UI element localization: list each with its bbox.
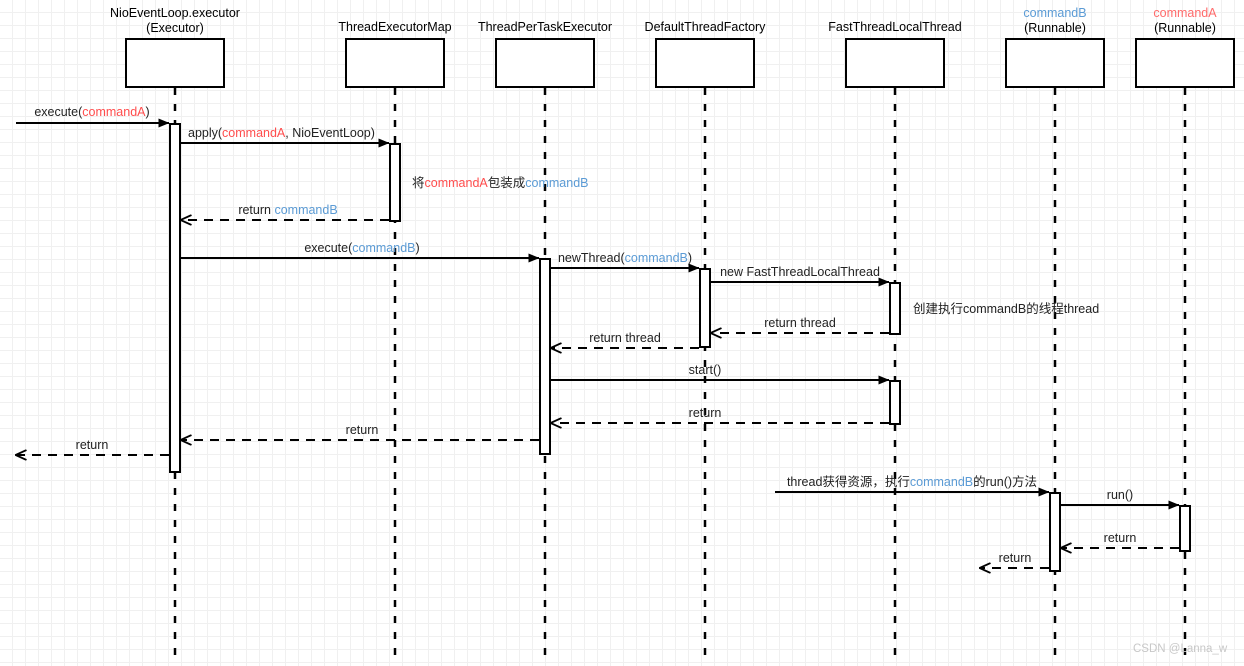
activation-bar-executor[interactable] <box>169 123 181 473</box>
label-token: , NioEventLoop) <box>285 126 375 140</box>
activation-bar-ftlt[interactable] <box>889 282 901 335</box>
label-token: run() <box>1106 488 1134 502</box>
activation-bar-commandB[interactable] <box>1049 492 1061 572</box>
participant-stereotype: (Runnable) <box>1154 20 1216 35</box>
message-label-m15: return <box>1104 531 1137 545</box>
participant-box-commandB[interactable] <box>1005 38 1105 88</box>
lifeline-dashes <box>173 88 1187 660</box>
label-token: commandB <box>525 176 589 190</box>
label-token: return <box>1103 531 1137 545</box>
message-label-m14: run() <box>1107 488 1133 502</box>
label-token: commandB <box>909 475 974 489</box>
label-token: ) <box>415 241 420 255</box>
label-token: start() <box>688 363 722 377</box>
watermark: CSDN @Lanna_w <box>1133 643 1228 655</box>
message-label-m3: return commandB <box>238 203 337 217</box>
label-token: ) <box>145 105 150 119</box>
message-label-m2: apply(commandA, NioEventLoop) <box>188 126 375 140</box>
participant-stereotype: (Executor) <box>146 20 204 35</box>
label-token: 将 <box>412 176 425 190</box>
message-label-m8: return thread <box>589 331 661 345</box>
activation-bar-commandA[interactable] <box>1179 505 1191 552</box>
label-token: commandB <box>352 241 416 255</box>
message-label-m11: return <box>346 423 379 437</box>
participant-title-commandA: commandA(Runnable) <box>1055 6 1244 35</box>
label-token: execute( <box>304 241 353 255</box>
participant-name: ThreadPerTaskExecutor <box>477 20 613 34</box>
activation-bar-ftlt[interactable] <box>889 380 901 425</box>
message-label-m12: return <box>76 438 109 452</box>
participant-box-dtf[interactable] <box>655 38 755 88</box>
label-token: commandA <box>222 126 286 140</box>
participant-title-executor: NioEventLoop.executor(Executor) <box>45 6 305 35</box>
label-token: ) <box>687 251 693 265</box>
note-n2: 创建执行commandB的线程thread <box>913 302 1099 316</box>
participant-name: FastThreadLocalThread <box>828 20 962 34</box>
label-token: return <box>688 406 722 420</box>
participant-title-tpte: ThreadPerTaskExecutor <box>415 20 675 35</box>
message-arrows <box>16 118 1180 568</box>
participant-title-ftlt: FastThreadLocalThread <box>765 20 1025 35</box>
participant-box-executor[interactable] <box>125 38 225 88</box>
label-token: apply( <box>188 126 223 140</box>
message-label-m9: start() <box>689 363 722 377</box>
participant-name: NioEventLoop.executor <box>110 6 240 20</box>
label-token: 创建执行commandB的线程thread <box>913 302 1100 316</box>
message-label-m10: return <box>689 406 722 420</box>
note-n1: 将commandA包装成commandB <box>412 176 589 190</box>
label-token: return <box>238 203 275 217</box>
participant-title-dtf: DefaultThreadFactory <box>575 20 835 35</box>
label-token: newThread( <box>557 251 625 265</box>
label-token: 包装成 <box>487 176 526 190</box>
participant-box-tpte[interactable] <box>495 38 595 88</box>
participant-box-ftlt[interactable] <box>845 38 945 88</box>
message-label-m7: return thread <box>764 316 836 330</box>
participant-name: commandA <box>1153 6 1217 20</box>
message-label-m1: execute(commandA) <box>34 105 149 119</box>
participant-box-temap[interactable] <box>345 38 445 88</box>
label-token: execute( <box>34 105 83 119</box>
activation-bar-dtf[interactable] <box>699 268 711 348</box>
activation-bar-temap[interactable] <box>389 143 401 222</box>
label-token: return <box>998 551 1032 565</box>
participant-title-temap: ThreadExecutorMap <box>265 20 525 35</box>
label-token: commandB <box>274 203 338 217</box>
message-label-m5: newThread(commandB) <box>558 251 692 265</box>
activation-bar-tpte[interactable] <box>539 258 551 455</box>
message-label-m4: execute(commandB) <box>304 241 419 255</box>
label-token: commandB <box>624 251 688 265</box>
label-token: return <box>345 423 379 437</box>
label-token: new FastThreadLocalThread <box>720 265 880 279</box>
label-token: 的run()方法 <box>973 475 1038 489</box>
message-label-m16: return <box>999 551 1032 565</box>
message-label-m13: thread获得资源，执行commandB的run()方法 <box>787 475 1037 489</box>
message-label-m6: new FastThreadLocalThread <box>720 265 880 279</box>
participant-stereotype: (Runnable) <box>1024 20 1086 35</box>
participant-name: DefaultThreadFactory <box>644 20 766 34</box>
participant-name: ThreadExecutorMap <box>338 20 452 34</box>
label-token: commandA <box>82 105 146 119</box>
label-token: thread获得资源，执行 <box>786 475 910 489</box>
label-token: commandA <box>424 176 488 190</box>
participant-title-commandB: commandB(Runnable) <box>925 6 1185 35</box>
participant-box-commandA[interactable] <box>1135 38 1235 88</box>
participant-name: commandB <box>1023 6 1087 20</box>
label-token: return thread <box>589 331 661 345</box>
label-token: return <box>75 438 109 452</box>
label-token: return thread <box>764 316 836 330</box>
